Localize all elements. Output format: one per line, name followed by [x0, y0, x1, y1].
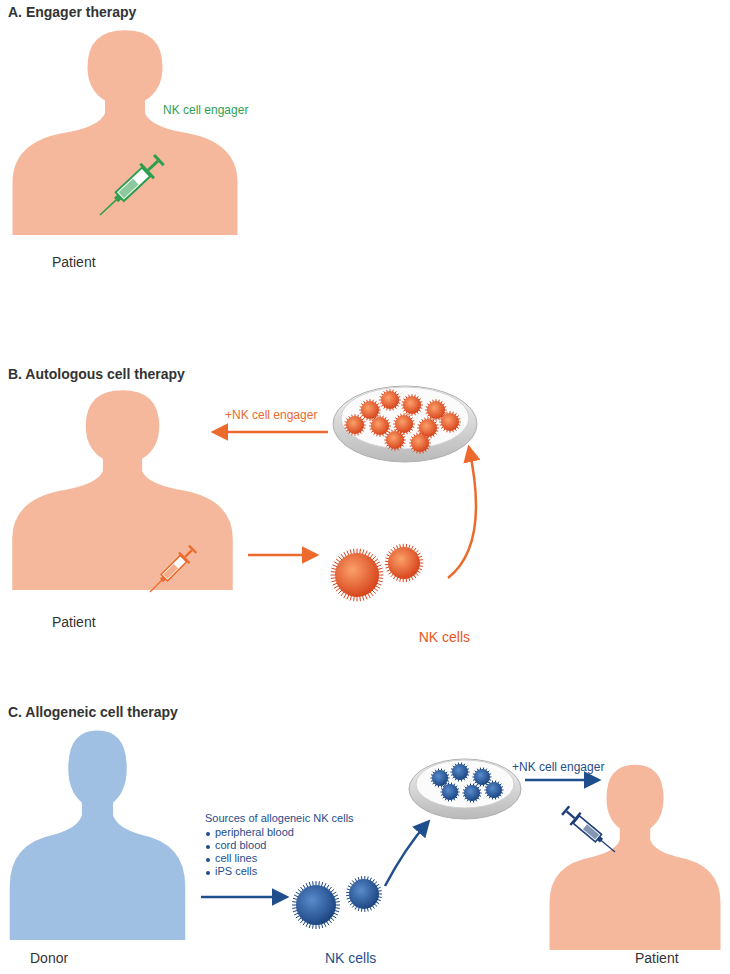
nk-cell	[369, 415, 391, 437]
drawing-part	[409, 759, 521, 819]
petri-dish	[333, 386, 477, 462]
node-label: Patient	[52, 254, 96, 270]
source-item: cell lines	[205, 852, 257, 864]
source-heading: Sources of allogeneic NK cells	[205, 812, 354, 824]
drug-label: +NK cell engager	[225, 408, 317, 422]
nk-cell	[344, 414, 366, 436]
nk-cell	[430, 769, 449, 788]
patient-figure	[550, 765, 721, 950]
patient-figure	[12, 390, 233, 590]
cell-body	[442, 784, 458, 800]
panel-title: C. Allogeneic cell therapy	[8, 704, 178, 720]
cell-body	[386, 431, 404, 449]
dish-cells	[344, 389, 461, 454]
syringe	[93, 152, 167, 223]
patient-figure-node: Patient	[0, 25, 250, 270]
cell-body	[464, 785, 480, 801]
arrow	[525, 779, 598, 782]
node-label: Patient	[635, 950, 679, 966]
cell-body	[427, 401, 445, 419]
nk-cell	[384, 429, 406, 451]
syringe	[560, 804, 621, 858]
donor-figure-node: Donor	[0, 725, 198, 970]
cell-body	[441, 413, 459, 431]
nk-cell	[450, 763, 469, 782]
cell-body	[474, 769, 490, 785]
nk-cell	[439, 411, 461, 433]
cell-body	[486, 782, 502, 798]
nk-cell	[385, 544, 423, 582]
patient-figure-node: Patient	[0, 385, 245, 630]
donor-figure	[10, 730, 186, 940]
drawing-part	[416, 760, 514, 808]
petri-dish	[409, 759, 521, 819]
flow-arrow	[248, 554, 316, 557]
nk-cell	[484, 781, 503, 800]
nk-cells-node: NK cells	[320, 540, 480, 645]
nk-cell	[379, 389, 401, 411]
node-label: Donor	[30, 950, 68, 966]
nk-cells	[331, 544, 424, 602]
cell-body	[349, 879, 379, 909]
arrow	[214, 431, 328, 434]
nk-cell	[401, 394, 423, 416]
cell-body	[381, 391, 399, 409]
source-item: iPS cells	[205, 865, 257, 877]
source-item: cord blood	[205, 839, 266, 851]
panel-title: A. Engager therapy	[8, 4, 136, 20]
nk-cell	[462, 784, 481, 803]
cell-body	[388, 547, 420, 579]
flow-arrow	[201, 896, 286, 899]
node-label: NK cells	[419, 629, 470, 645]
cell-body	[335, 553, 379, 597]
nk-cell	[331, 549, 384, 602]
cell-body	[361, 401, 379, 419]
nk-cell	[440, 783, 459, 802]
cell-body	[395, 415, 413, 433]
cell-body	[346, 416, 364, 434]
cell-body	[411, 434, 429, 452]
cell-body	[403, 396, 421, 414]
dish-cells	[430, 763, 503, 803]
nk-cell	[472, 768, 491, 787]
cell-body	[452, 764, 468, 780]
drug-label: +NK cell engager	[512, 760, 604, 774]
cell-body	[432, 770, 448, 786]
drawing-part	[333, 386, 477, 462]
cell-body	[371, 417, 389, 435]
patient-figure	[13, 30, 238, 235]
nk-cells-node: NK cells	[290, 870, 400, 970]
panel-title: B. Autologous cell therapy	[8, 366, 185, 382]
nk-cell	[346, 876, 382, 912]
node-label: NK cells	[325, 950, 376, 966]
cell-body	[296, 885, 336, 925]
nk-cell	[409, 432, 431, 454]
drawing-part	[341, 387, 469, 449]
curved-arrow	[385, 822, 428, 886]
nk-cell	[292, 881, 340, 929]
curved-arrow	[448, 448, 476, 578]
patient-figure-node: Patient	[540, 760, 730, 970]
source-item: peripheral blood	[205, 826, 294, 838]
node-label: Patient	[52, 614, 96, 630]
syringe	[145, 543, 199, 597]
drug-label: NK cell engager	[163, 103, 248, 117]
nk-cells	[292, 876, 382, 929]
